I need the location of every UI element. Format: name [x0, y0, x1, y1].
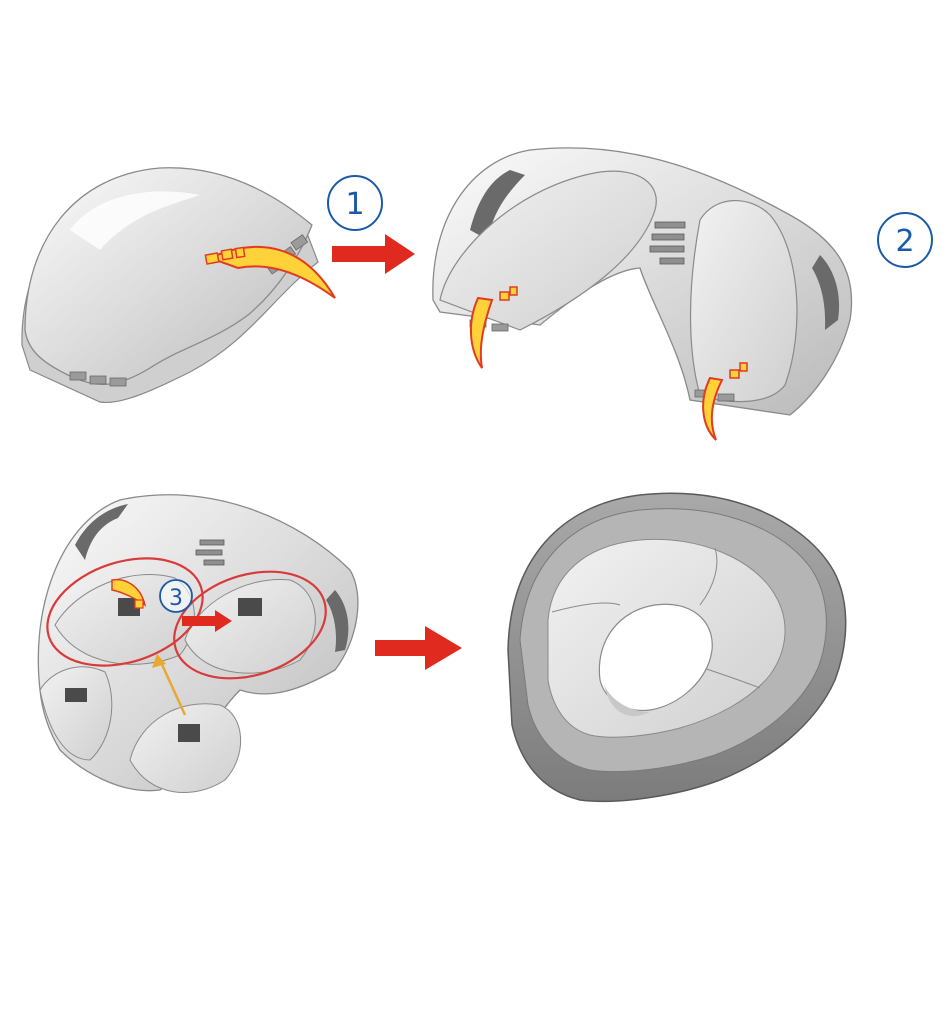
assembled-seat: [507, 492, 847, 803]
step-1-badge: 1: [327, 175, 383, 231]
unfold-arrow-icon: [469, 286, 518, 369]
step-2-badge: 2: [877, 212, 933, 268]
next-arrow-icon: [375, 626, 462, 670]
folded-seat: [21, 167, 336, 404]
step-3-badge: 3: [159, 579, 193, 613]
next-arrow-icon: [332, 234, 415, 274]
unfold-arrow-icon: [702, 362, 748, 441]
highlight-ring: [46, 557, 204, 667]
insert-arrow-icon: [152, 654, 187, 716]
step-3-number: 3: [169, 586, 183, 611]
highlight-ring: [173, 570, 327, 680]
fold-arrow-icon: [204, 245, 336, 299]
step-1-number: 1: [345, 187, 364, 222]
pad-insertion-view: [37, 494, 359, 794]
insert-arrow-icon: [111, 578, 147, 609]
unfolded-seat: [432, 147, 853, 441]
insert-arrow-icon: [182, 610, 232, 632]
step-2-number: 2: [895, 224, 914, 259]
